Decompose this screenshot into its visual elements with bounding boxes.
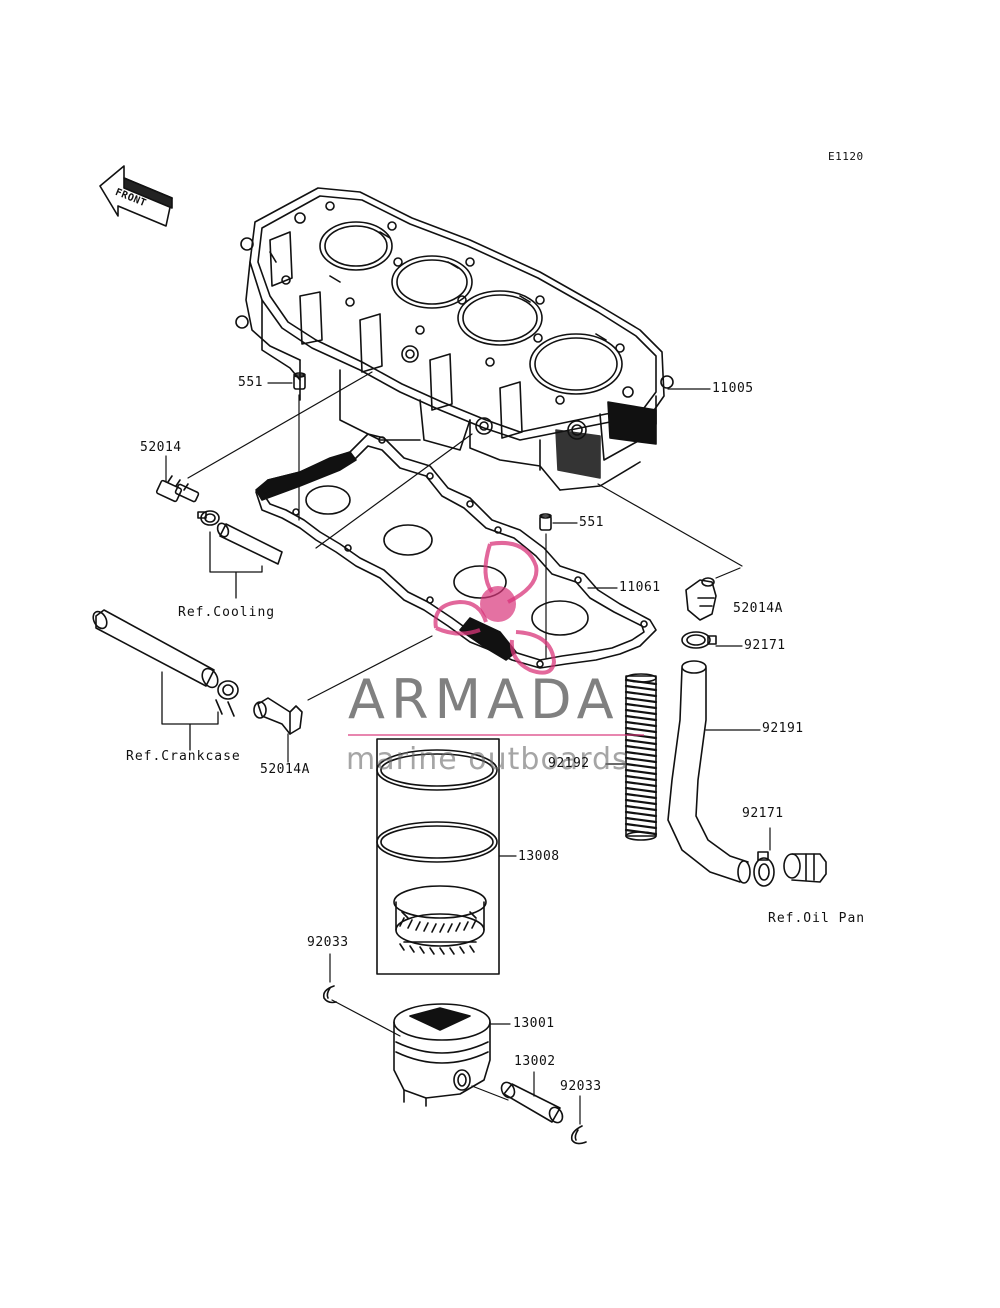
part-label-92171-top: 92171 [744, 638, 786, 653]
piston-13001 [393, 1003, 491, 1107]
hose-clamp-cooling [197, 510, 220, 526]
elbow-fitting-52014a-right [685, 577, 717, 621]
part-label-92033-left: 92033 [307, 935, 349, 950]
part-label-92191: 92191 [762, 721, 804, 736]
ref-label-oil-pan: Ref.Oil Pan [768, 911, 866, 926]
part-label-11061: 11061 [619, 580, 661, 595]
part-label-92171-bottom: 92171 [742, 806, 784, 821]
part-label-52014a-right: 52014A [733, 601, 783, 616]
part-label-92033-right: 92033 [560, 1079, 602, 1094]
part-label-52014: 52014 [140, 440, 182, 455]
part-label-11005: 11005 [712, 381, 754, 396]
part-label-92192: 92192 [548, 756, 590, 771]
ref-label-cooling: Ref.Cooling [178, 605, 276, 620]
hose-clamp-crankcase [215, 680, 239, 717]
front-arrow-icon [99, 165, 173, 227]
diagram-id: E1120 [828, 150, 864, 163]
circlip-92033-left [322, 985, 337, 1004]
part-label-551-top: 551 [238, 375, 263, 390]
crankcase-hose [92, 609, 219, 689]
oil-pan-fitting [783, 853, 827, 883]
cooling-hose [216, 522, 283, 565]
part-label-13002: 13002 [514, 1054, 556, 1069]
hose-clamp-92171-top [681, 631, 717, 649]
part-label-52014a-left: 52014A [260, 762, 310, 777]
spring-92192 [624, 673, 658, 841]
dowel-pin-551-mid [539, 513, 552, 531]
part-label-13008: 13008 [518, 849, 560, 864]
part-label-13001: 13001 [513, 1016, 555, 1031]
elbow-fitting-52014a-left [253, 697, 303, 735]
cylinder-block [235, 187, 674, 491]
hose-clamp-92171-bottom [753, 851, 775, 887]
piston-pin-13002 [500, 1081, 564, 1124]
ref-label-crankcase: Ref.Crankcase [126, 749, 241, 764]
piston-ring-set-13008 [376, 738, 500, 975]
dowel-pin-551-top [293, 372, 306, 390]
circlip-92033-right [570, 1125, 587, 1145]
oil-hose-92191 [667, 660, 751, 884]
fitting-52014 [155, 475, 200, 503]
part-label-551-mid: 551 [579, 515, 604, 530]
